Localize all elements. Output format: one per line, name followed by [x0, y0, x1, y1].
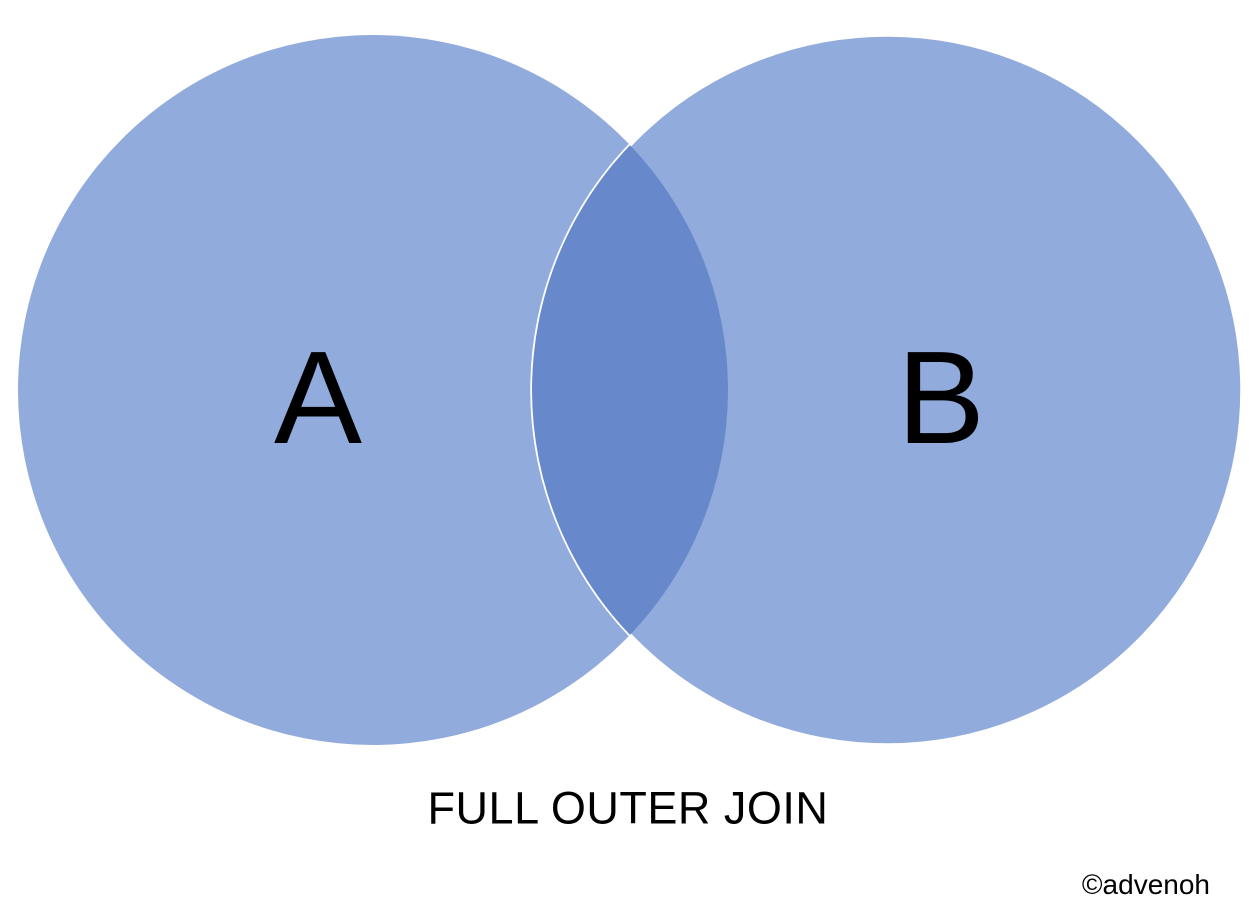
watermark-credit: ©advenoh [1081, 869, 1210, 900]
set-a-label: A [273, 324, 363, 471]
set-b-label: B [896, 324, 986, 471]
diagram-title: FULL OUTER JOIN [427, 782, 829, 834]
circle-a [18, 35, 728, 745]
